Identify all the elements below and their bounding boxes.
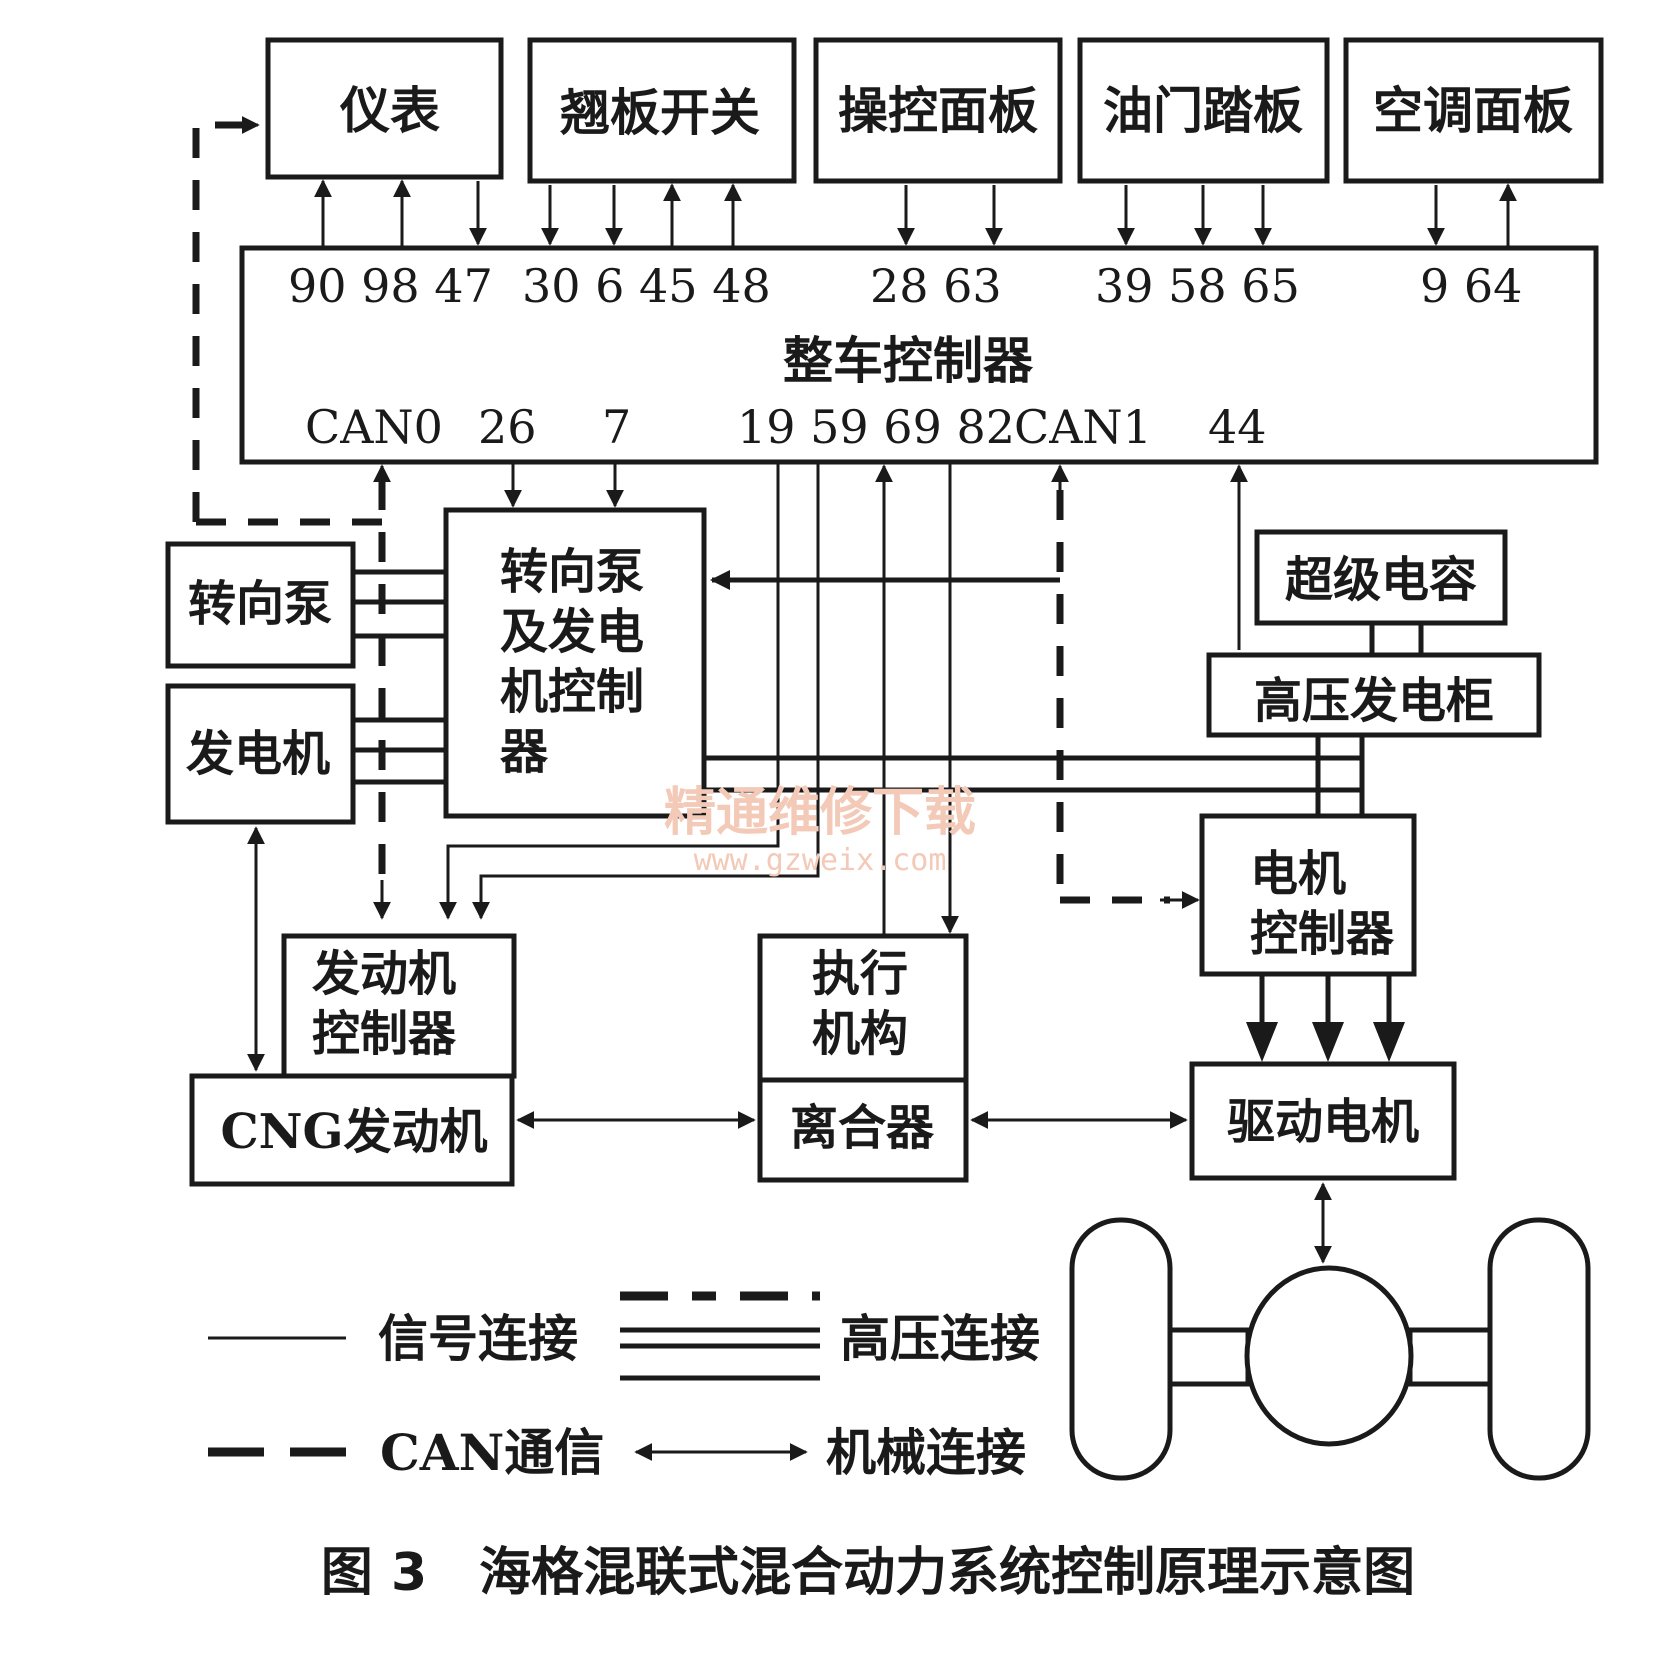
pgc-label-4: 器 bbox=[500, 724, 549, 780]
vcu-title: 整车控制器 bbox=[783, 331, 1034, 390]
vcu-pins-panel: 28 63 bbox=[870, 259, 1002, 313]
watermark-line2: www.gzweix.com bbox=[694, 843, 947, 878]
meter-label: 仪表 bbox=[339, 81, 440, 140]
vcu-pin-7: 7 bbox=[602, 400, 631, 454]
hv-lines-left bbox=[353, 569, 446, 785]
vcu-pin-can1: CAN1 bbox=[1014, 400, 1152, 454]
actuator-box: 执行 机构 bbox=[757, 933, 969, 1083]
flap-switch-label: 翘板开关 bbox=[560, 83, 760, 142]
vcu-pins-ac: 9 64 bbox=[1420, 259, 1522, 313]
top-signal-lines bbox=[314, 179, 1517, 246]
pgc-label-1: 转向泵 bbox=[500, 544, 644, 600]
hv-lines-right bbox=[704, 735, 1365, 816]
clutch-box: 离合器 bbox=[757, 1077, 969, 1183]
throttle-pedal-box: 油门踏板 bbox=[1077, 37, 1330, 184]
vcu-pin-26: 26 bbox=[478, 400, 537, 454]
throttle-pedal-label: 油门踏板 bbox=[1103, 81, 1303, 140]
supercapacitor-box: 超级电容 bbox=[1254, 529, 1508, 626]
engine-controller-label-2: 控制器 bbox=[312, 1006, 457, 1062]
generator-label: 发电机 bbox=[186, 726, 330, 782]
drive-motor-box: 驱动电机 bbox=[1189, 1061, 1457, 1181]
vcu-box: 90 98 47 30 6 45 48 28 63 39 58 65 9 64 … bbox=[239, 245, 1599, 465]
vcu-pin-can0: CAN0 bbox=[305, 400, 443, 454]
motor-controller-label-2: 控制器 bbox=[1250, 906, 1395, 962]
can-lines bbox=[192, 116, 1200, 920]
cng-engine-box: CNG发动机 bbox=[189, 1073, 515, 1187]
steering-pump-label: 转向泵 bbox=[188, 576, 332, 632]
legend-hv-label: 高压连接 bbox=[840, 1309, 1040, 1368]
hv-cabinet-label: 高压发电柜 bbox=[1254, 673, 1494, 729]
mech-links-bottom bbox=[516, 1111, 1332, 1264]
vcu-pin-44: 44 bbox=[1208, 400, 1267, 454]
control-panel-box: 操控面板 bbox=[813, 37, 1063, 184]
generator-box: 发电机 bbox=[165, 683, 356, 825]
figure-caption: 图 3 海格混联式混合动力系统控制原理示意图 bbox=[321, 1543, 1415, 1603]
actuator-label-1: 执行 bbox=[812, 946, 908, 1002]
watermark-line1: 精通维修下载 bbox=[664, 783, 976, 843]
ac-panel-label: 空调面板 bbox=[1373, 81, 1573, 140]
hv-cabinet-box: 高压发电柜 bbox=[1206, 652, 1542, 738]
legend-signal-label: 信号连接 bbox=[378, 1309, 578, 1368]
vcu-pins-flap: 30 6 45 48 bbox=[522, 259, 771, 313]
supercapacitor-label: 超级电容 bbox=[1285, 552, 1477, 608]
legend: 信号连接 高压连接 CAN通信 机械连接 bbox=[208, 1291, 1040, 1482]
control-panel-label: 操控面板 bbox=[838, 81, 1038, 140]
motor-controller-box: 电机 控制器 bbox=[1199, 813, 1417, 977]
pgc-label-2: 及发电 bbox=[500, 604, 644, 660]
vcu-pins-throttle: 39 58 65 bbox=[1095, 259, 1300, 313]
vcu-pins-meter: 90 98 47 bbox=[288, 259, 493, 313]
motor-controller-label-1: 电机 bbox=[1250, 846, 1346, 902]
vcu-pins-middle: 19 59 69 82 bbox=[737, 400, 1015, 454]
vcu-to-pgc-lines bbox=[504, 462, 624, 508]
legend-hv-swatch bbox=[620, 1291, 820, 1381]
engine-controller-box: 发动机 控制器 bbox=[281, 933, 517, 1079]
hv-arrows-to-drive-motor bbox=[1246, 974, 1405, 1062]
ac-panel-box: 空调面板 bbox=[1343, 37, 1604, 184]
watermark: 精通维修下载 www.gzweix.com bbox=[664, 783, 976, 878]
legend-can-label: CAN通信 bbox=[380, 1423, 604, 1482]
middle-signal-lines bbox=[439, 462, 1248, 936]
pgc-label-3: 机控制 bbox=[500, 664, 644, 720]
actuator-label-2: 机构 bbox=[812, 1006, 908, 1062]
pump-generator-controller-box: 转向泵 及发电 机控制 器 bbox=[443, 507, 707, 819]
clutch-label: 离合器 bbox=[790, 1100, 935, 1156]
drive-motor-label: 驱动电机 bbox=[1227, 1094, 1419, 1150]
meter-box: 仪表 bbox=[265, 37, 504, 180]
cng-engine-label: CNG发动机 bbox=[220, 1104, 487, 1160]
legend-mech-label: 机械连接 bbox=[826, 1423, 1026, 1482]
engine-controller-label-1: 发动机 bbox=[312, 946, 456, 1002]
axle-illustration bbox=[1069, 1217, 1591, 1481]
supercap-links bbox=[1369, 623, 1424, 655]
steering-pump-box: 转向泵 bbox=[165, 541, 356, 669]
flap-switch-box: 翘板开关 bbox=[527, 37, 797, 184]
